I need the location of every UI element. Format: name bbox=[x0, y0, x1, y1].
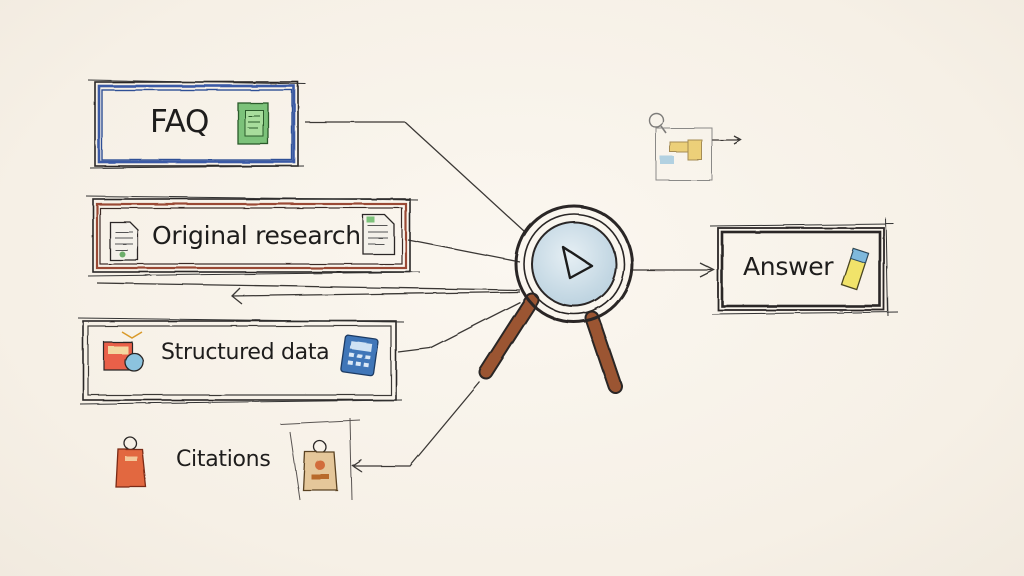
structured-right-calculator-icon bbox=[340, 334, 379, 377]
connector-research-lower bbox=[96, 282, 521, 291]
citations-left-tag-icon bbox=[115, 436, 147, 488]
search-document-icon bbox=[648, 112, 713, 181]
research-right-document-icon bbox=[362, 214, 395, 255]
answer-box bbox=[709, 217, 899, 317]
structured-data-label: Structured data bbox=[161, 340, 330, 365]
faq-document-icon bbox=[237, 102, 269, 145]
answer-label: Answer bbox=[743, 252, 834, 281]
citations-label: Citations bbox=[176, 447, 271, 472]
connector-small-icon-head bbox=[733, 135, 743, 145]
research-label: Original research bbox=[152, 221, 361, 250]
faq-box bbox=[87, 79, 307, 169]
connector-citations-head bbox=[351, 459, 363, 473]
connector-lines bbox=[96, 121, 743, 473]
research-box bbox=[85, 195, 421, 277]
citations-right-tag-icon bbox=[302, 440, 338, 491]
research-left-document-icon bbox=[109, 221, 139, 261]
magnifying-glass-icon bbox=[478, 204, 634, 394]
connector-research bbox=[407, 239, 521, 263]
faq-label: FAQ bbox=[150, 104, 210, 140]
structured-box bbox=[77, 317, 405, 405]
structured-left-database-icon bbox=[103, 331, 144, 372]
answer-pencil-icon bbox=[840, 247, 870, 291]
connector-to-answer-head bbox=[699, 262, 716, 278]
connector-structured bbox=[397, 301, 521, 353]
connector-arrow-back-head bbox=[231, 287, 243, 305]
connector-faq bbox=[305, 121, 526, 233]
citations-frame bbox=[279, 417, 361, 501]
connector-arrow-back bbox=[231, 291, 521, 297]
connector-citations bbox=[353, 381, 481, 467]
